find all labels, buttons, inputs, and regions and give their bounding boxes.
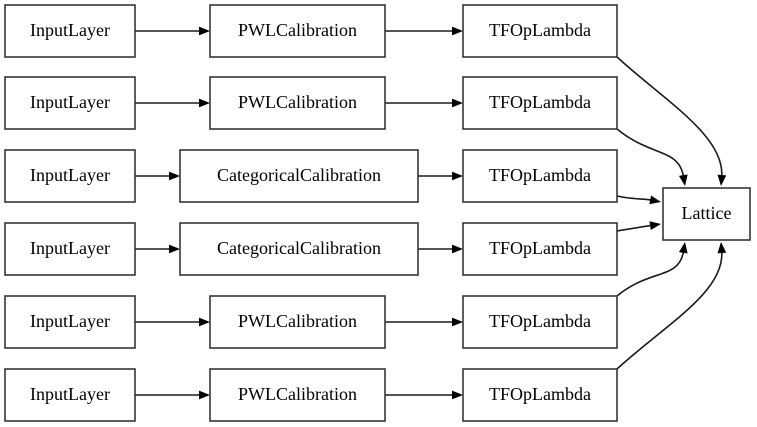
node-lambda-row5[interactable]: TFOpLambda: [462, 368, 618, 422]
node-calibration-row3-box: [179, 222, 419, 276]
edge-lambda-to-lattice-row1: [616, 128, 688, 186]
node-calibration-row2[interactable]: CategoricalCalibration: [179, 149, 419, 203]
node-lambda-row4-box: [462, 295, 618, 349]
node-lambda-row2-box: [462, 149, 618, 203]
node-input-layer-row1-box: [4, 76, 136, 130]
edge-calibration-to-lambda-row3-arrowhead: [452, 244, 463, 254]
node-lambda-row4-label: TFOpLambda: [489, 311, 591, 331]
node-calibration-row2-box: [179, 149, 419, 203]
edge-lambda-to-lattice-row0-arrowhead: [717, 174, 727, 186]
node-calibration-row5[interactable]: PWLCalibration: [209, 368, 386, 422]
node-calibration-row5-label: PWLCalibration: [238, 384, 357, 404]
node-input-layer-row2[interactable]: InputLayer: [4, 149, 136, 203]
node-input-layer-row0-label: InputLayer: [30, 20, 110, 40]
edge-calibration-to-lambda-row1-arrowhead: [452, 98, 463, 108]
node-input-layer-row5[interactable]: InputLayer: [4, 368, 136, 422]
node-input-layer-row3-box: [4, 222, 136, 276]
edge-lambda-to-lattice-row3: [616, 221, 661, 232]
node-input-layer-row2-box: [4, 149, 136, 203]
edge-calibration-to-lambda-row5: [385, 390, 463, 400]
node-lambda-row0[interactable]: TFOpLambda: [462, 4, 618, 58]
node-lambda-row1-box: [462, 76, 618, 130]
edge-calibration-to-lambda-row5-arrowhead: [452, 390, 463, 400]
edge-input-to-calibration-row1-arrowhead: [199, 98, 210, 108]
node-calibration-row4-box: [209, 295, 386, 349]
node-lattice[interactable]: Lattice: [662, 187, 751, 241]
edges-layer: [135, 26, 727, 400]
node-calibration-row4-label: PWLCalibration: [238, 311, 357, 331]
node-input-layer-row5-box: [4, 368, 136, 422]
node-lambda-row2-label: TFOpLambda: [489, 165, 591, 185]
node-input-layer-row3-label: InputLayer: [30, 238, 110, 258]
node-calibration-row2-label: CategoricalCalibration: [217, 165, 381, 185]
edge-lambda-to-lattice-row5: [616, 242, 727, 370]
node-input-layer-row4-box: [4, 295, 136, 349]
edge-input-to-calibration-row2: [135, 171, 180, 181]
node-lambda-row0-box: [462, 4, 618, 58]
edge-input-to-calibration-row2-arrowhead: [169, 171, 180, 181]
node-calibration-row3[interactable]: CategoricalCalibration: [179, 222, 419, 276]
edge-input-to-calibration-row4-arrowhead: [199, 317, 210, 327]
edge-lambda-to-lattice-row2-arrowhead: [649, 195, 661, 205]
node-lambda-row0-label: TFOpLambda: [489, 20, 591, 40]
edge-calibration-to-lambda-row0: [385, 26, 463, 36]
edge-lambda-to-lattice-row1-arrowhead: [678, 174, 688, 186]
node-input-layer-row0-box: [4, 4, 136, 58]
node-calibration-row0-label: PWLCalibration: [238, 20, 357, 40]
edge-lambda-to-lattice-row0: [616, 56, 727, 186]
node-lambda-row5-label: TFOpLambda: [489, 384, 591, 404]
edge-input-to-calibration-row4: [135, 317, 210, 327]
node-input-layer-row5-label: InputLayer: [30, 384, 110, 404]
node-lambda-row2[interactable]: TFOpLambda: [462, 149, 618, 203]
edge-calibration-to-lambda-row4: [385, 317, 463, 327]
edge-calibration-to-lambda-row0-arrowhead: [452, 26, 463, 36]
node-lambda-row1-label: TFOpLambda: [489, 92, 591, 112]
node-lambda-row1[interactable]: TFOpLambda: [462, 76, 618, 130]
node-lattice-box: [662, 187, 751, 241]
node-calibration-row1-box: [209, 76, 386, 130]
edge-calibration-to-lambda-row3: [418, 244, 463, 254]
node-input-layer-row4[interactable]: InputLayer: [4, 295, 136, 349]
edge-lambda-to-lattice-row5-arrowhead: [717, 242, 727, 254]
node-calibration-row0-box: [209, 4, 386, 58]
edge-input-to-calibration-row3: [135, 244, 180, 254]
node-lattice-label: Lattice: [682, 203, 732, 223]
edge-input-to-calibration-row5: [135, 390, 210, 400]
node-calibration-row1-label: PWLCalibration: [238, 92, 357, 112]
edge-input-to-calibration-row0: [135, 26, 210, 36]
node-lambda-row3[interactable]: TFOpLambda: [462, 222, 618, 276]
node-calibration-row0[interactable]: PWLCalibration: [209, 4, 386, 58]
edge-input-to-calibration-row0-arrowhead: [199, 26, 210, 36]
node-input-layer-row1[interactable]: InputLayer: [4, 76, 136, 130]
edge-calibration-to-lambda-row2-arrowhead: [452, 171, 463, 181]
node-input-layer-row2-label: InputLayer: [30, 165, 110, 185]
node-lambda-row5-box: [462, 368, 618, 422]
edge-input-to-calibration-row3-arrowhead: [169, 244, 180, 254]
edge-calibration-to-lambda-row1: [385, 98, 463, 108]
node-input-layer-row1-label: InputLayer: [30, 92, 110, 112]
edge-lambda-to-lattice-row2: [616, 195, 661, 205]
node-calibration-row1[interactable]: PWLCalibration: [209, 76, 386, 130]
node-input-layer-row3[interactable]: InputLayer: [4, 222, 136, 276]
edge-lambda-to-lattice-row4-arrowhead: [678, 242, 688, 254]
node-calibration-row4[interactable]: PWLCalibration: [209, 295, 386, 349]
edge-calibration-to-lambda-row2: [418, 171, 463, 181]
edge-lambda-to-lattice-row3-arrowhead: [649, 221, 661, 230]
edge-input-to-calibration-row1: [135, 98, 210, 108]
edge-calibration-to-lambda-row4-arrowhead: [452, 317, 463, 327]
node-calibration-row3-label: CategoricalCalibration: [217, 238, 381, 258]
edge-input-to-calibration-row5-arrowhead: [199, 390, 210, 400]
node-lambda-row3-label: TFOpLambda: [489, 238, 591, 258]
node-input-layer-row4-label: InputLayer: [30, 311, 110, 331]
node-calibration-row5-box: [209, 368, 386, 422]
node-lambda-row4[interactable]: TFOpLambda: [462, 295, 618, 349]
node-lambda-row3-box: [462, 222, 618, 276]
edge-lambda-to-lattice-row4: [616, 242, 688, 297]
node-input-layer-row0[interactable]: InputLayer: [4, 4, 136, 58]
